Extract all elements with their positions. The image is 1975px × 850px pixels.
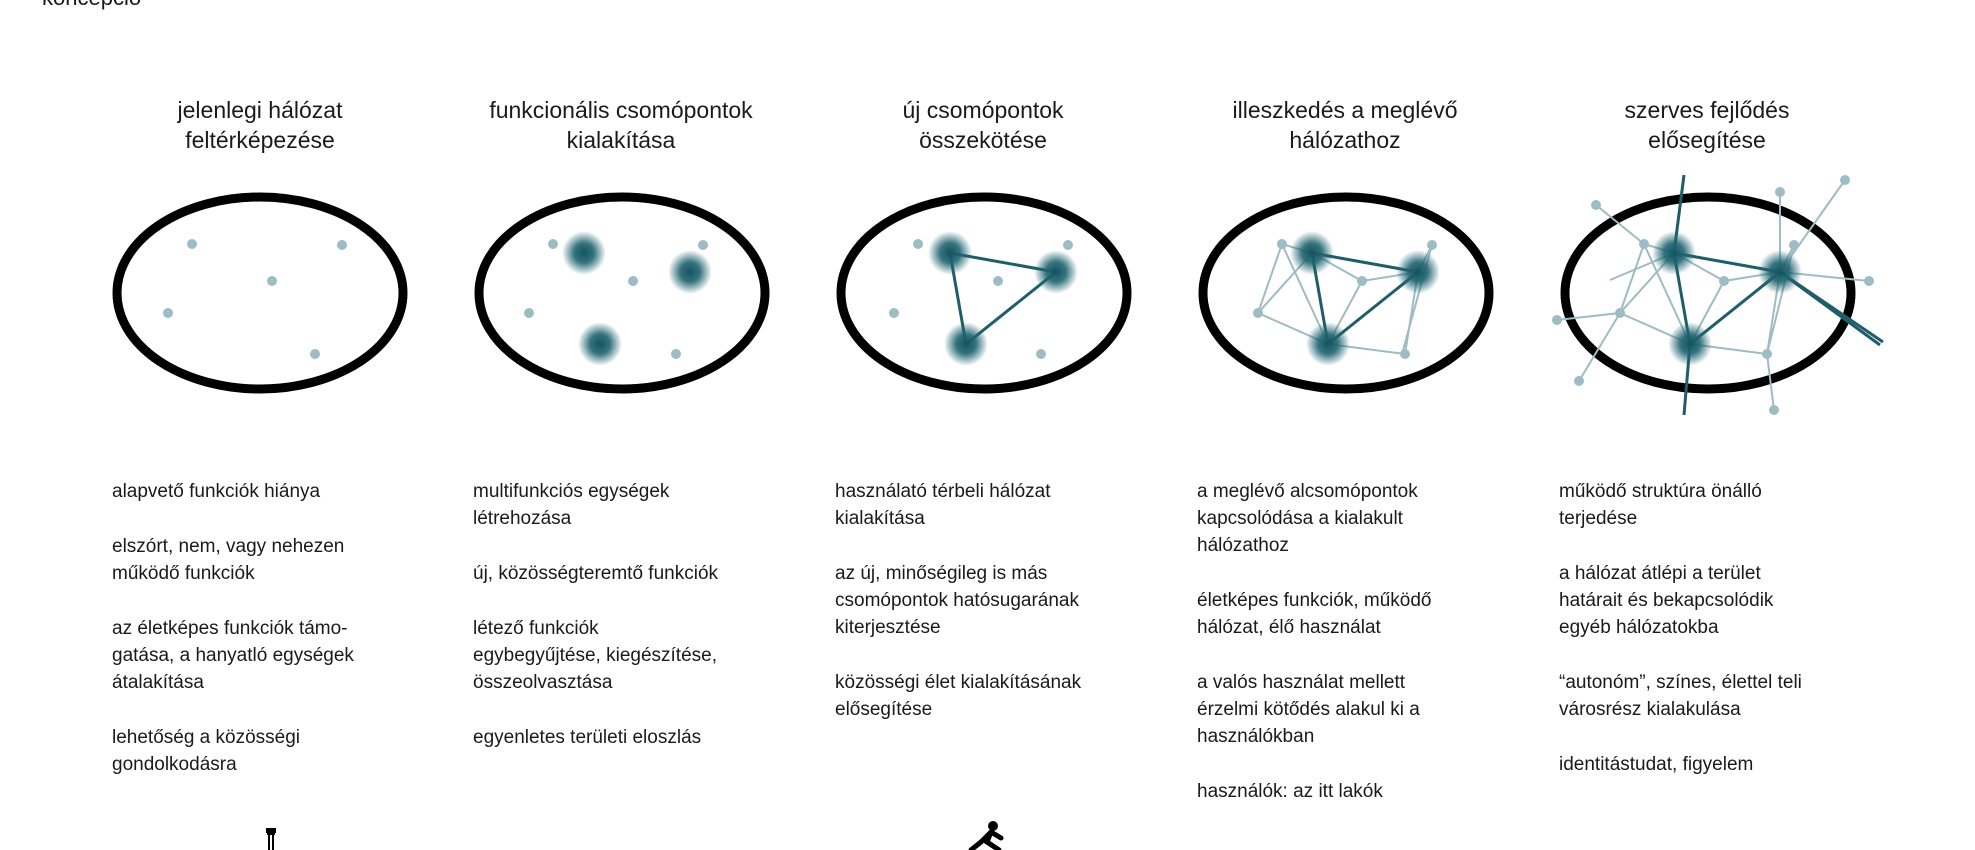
hub-node <box>1758 250 1802 294</box>
node <box>337 240 347 250</box>
hub-node <box>1306 322 1350 366</box>
column-5-title: szerves fejlődés elősegítése <box>1624 97 1790 153</box>
lamp-post-icon <box>266 828 276 850</box>
page-top-label: koncepció <box>42 0 141 10</box>
node <box>1357 276 1367 286</box>
column-2-item: létező funkciók egybegyűjtése, kiegészít… <box>473 618 717 693</box>
column-2-body: multifunkciós egységek létrehozása új, k… <box>473 478 783 779</box>
hub-node <box>1652 231 1696 275</box>
column-5-item: identitástudat, figyelem <box>1559 754 1754 775</box>
column-3-item: használató térbeli hálózat kialakítása <box>835 481 1051 529</box>
node <box>163 308 173 318</box>
column-2-item: egyenletes területi eloszlás <box>473 727 702 748</box>
column-4-body: a meglévő alcsomópontok kapcsolódása a k… <box>1197 478 1507 833</box>
column-3-title: új csomópontok összekötése <box>902 97 1064 153</box>
column-4-item: használók: az itt lakók <box>1197 781 1383 802</box>
node <box>548 239 558 249</box>
column-3-item: közösségi élet kialakításának elősegítés… <box>835 672 1082 720</box>
area-boundary <box>474 192 770 394</box>
hub-node <box>1290 231 1334 275</box>
node <box>671 349 681 359</box>
node <box>1789 240 1799 250</box>
column-2-item: új, közösségteremtő funkciók <box>473 563 719 584</box>
hub-node <box>1396 250 1440 294</box>
column-1-item: elszórt, nem, vagy nehezen működő funkci… <box>112 536 345 584</box>
column-1-body: alapvető funkciók hiánya elszórt, nem, v… <box>112 478 422 806</box>
node <box>1591 200 1601 210</box>
column-5-body: működő struktúra önálló terjedése a háló… <box>1559 478 1869 806</box>
node <box>1574 376 1584 386</box>
hub-connection <box>1310 251 1422 347</box>
hub-node <box>578 322 622 366</box>
hub-node <box>562 231 606 275</box>
column-4-item: életképes funkciók, működő hálózat, élő … <box>1197 590 1432 638</box>
node <box>524 308 534 318</box>
diagram-connecting-hubs <box>836 192 1132 394</box>
column-1-item: alapvető funkciók hiánya <box>112 481 321 502</box>
hub-node <box>928 231 972 275</box>
secondary-links <box>1556 179 1870 411</box>
diagram-current-network <box>112 192 408 394</box>
column-1-title: jelenlegi hálózat feltérképezése <box>177 97 343 153</box>
column-3-body: használató térbeli hálózat kialakítása a… <box>835 478 1145 751</box>
node <box>1427 240 1437 250</box>
column-1-item: lehetőség a közösségi gondolkodásra <box>112 727 301 775</box>
node <box>187 239 197 249</box>
area-boundary <box>112 192 408 394</box>
node <box>1840 175 1850 185</box>
column-2-title: funkcionális csomópontok kialakítása <box>489 97 753 153</box>
node <box>913 239 923 249</box>
node <box>1552 315 1562 325</box>
node <box>1036 349 1046 359</box>
node <box>1400 349 1410 359</box>
node <box>628 276 638 286</box>
hub-node <box>1034 250 1078 294</box>
hub-node <box>1668 322 1712 366</box>
column-4-item: a valós használat mellett érzelmi kötődé… <box>1197 672 1420 747</box>
node <box>1063 240 1073 250</box>
node <box>267 276 277 286</box>
node <box>1639 239 1649 249</box>
diagram-functional-hubs <box>474 192 770 394</box>
node <box>1615 308 1625 318</box>
diagram-organic-growth <box>1552 174 1884 416</box>
node <box>310 349 320 359</box>
column-5-item: működő struktúra önálló terjedése <box>1559 481 1762 529</box>
walking-person-icon <box>968 821 1004 850</box>
node <box>993 276 1003 286</box>
area-boundary <box>1198 192 1494 394</box>
node <box>1253 308 1263 318</box>
column-4-item: a meglévő alcsomópontok kapcsolódása a k… <box>1197 481 1418 556</box>
area-boundary <box>1560 192 1856 394</box>
diagram-existing-network <box>1198 192 1494 394</box>
node <box>1775 187 1785 197</box>
node <box>889 308 899 318</box>
hub-node <box>944 322 988 366</box>
hub-connection <box>948 251 1060 347</box>
node <box>1864 276 1874 286</box>
column-3-item: az új, minőségileg is más csomópontok ha… <box>835 563 1079 638</box>
column-1-item: az életképes funkciók támo- gatása, a ha… <box>112 618 354 693</box>
column-5-item: “autonóm”, színes, élettel teli városrés… <box>1559 672 1802 720</box>
node <box>1769 405 1779 415</box>
node <box>698 240 708 250</box>
node <box>1719 276 1729 286</box>
column-5-item: a hálózat átlépi a terület határait és b… <box>1559 563 1774 638</box>
hub-node <box>668 250 712 294</box>
area-boundary <box>836 192 1132 394</box>
column-2-item: multifunkciós egységek létrehozása <box>473 481 670 529</box>
node <box>1762 349 1772 359</box>
column-4-title: illeszkedés a meglévő hálózathoz <box>1232 97 1458 153</box>
node <box>1277 239 1287 249</box>
